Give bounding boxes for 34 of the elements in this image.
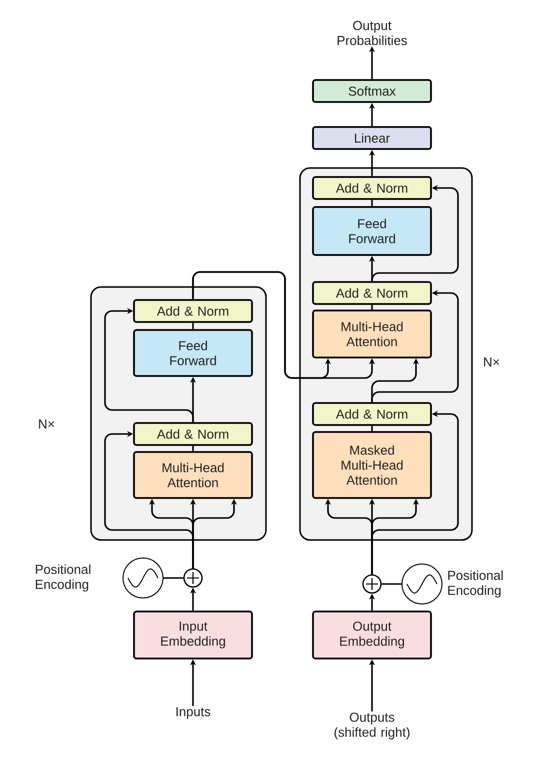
connector [164,577,184,579]
attention-box: Multi-Head Attention [312,310,432,358]
connector [371,304,373,310]
connector [192,322,194,330]
side-label: Positional Encoding [448,570,503,598]
sine-wave-circle [402,564,442,604]
io-label: Outputs (shifted right) [334,712,410,740]
feed-forward-box: Feed Forward [133,329,253,377]
connector [371,200,373,206]
connector [192,446,194,452]
side-label: N× [39,420,54,428]
embedding-box: Input Embedding [133,610,253,660]
add-norm-box: Add & Norm [312,402,432,426]
addition-circle [183,568,203,588]
side-label: Positional Encoding [36,564,90,592]
addition-circle [362,574,382,594]
add-norm-box: Add & Norm [312,281,432,305]
attention-box: Masked Multi-Head Attention [312,431,432,499]
sine-wave-circle [122,558,164,598]
feed-forward-box: Feed Forward [312,206,432,256]
arrow [104,430,194,568]
softmax-box: Softmax [312,79,432,103]
attention-box: Multi-Head Attention [133,451,253,499]
linear-box: Linear [312,126,432,150]
connector [371,426,373,432]
io-label: Inputs [176,707,210,719]
connector [382,583,402,585]
add-norm-box: Add & Norm [133,422,253,446]
side-label: N× [484,358,500,366]
io-label: Output Probabilities [338,20,407,46]
add-norm-box: Add & Norm [312,176,432,200]
add-norm-box: Add & Norm [133,299,253,323]
arrow [104,308,194,422]
embedding-box: Output Embedding [312,610,432,660]
